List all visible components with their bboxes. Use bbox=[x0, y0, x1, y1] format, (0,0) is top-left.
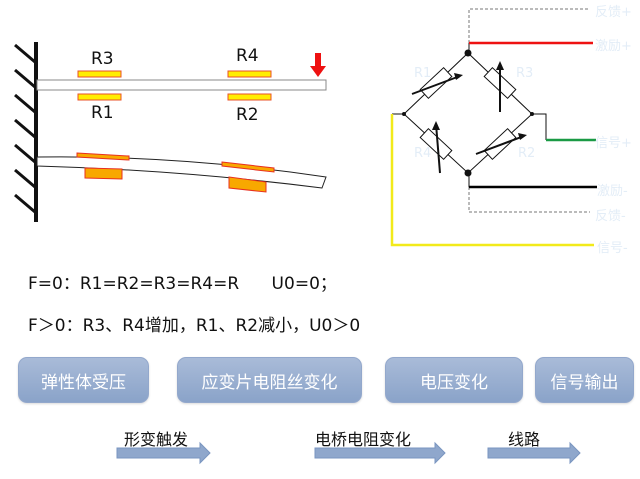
label-r3: R3 bbox=[91, 49, 114, 69]
bridge-label-r2: R2 bbox=[518, 146, 536, 161]
arrow-2 bbox=[314, 441, 446, 465]
arrow-3 bbox=[487, 441, 581, 465]
flow-arrows bbox=[116, 441, 581, 465]
beam-bent bbox=[36, 156, 327, 189]
transition-bridge-resistance: 电桥电阻变化 bbox=[315, 430, 412, 449]
step-voltage-change: 电压变化 bbox=[385, 357, 523, 403]
terminal-excite-pos: 激励+ bbox=[595, 39, 632, 54]
label-r2: R2 bbox=[236, 105, 259, 125]
terminal-feedback-neg: 反馈- bbox=[595, 209, 626, 224]
terminal-signal-pos: 信号+ bbox=[595, 136, 632, 151]
step-gauge-wire-change: 应变片电阻丝变化 bbox=[177, 357, 362, 403]
terminal-signal-neg: 信号- bbox=[597, 241, 628, 256]
step-signal-output: 信号输出 bbox=[535, 357, 634, 403]
wheatstone-bridge bbox=[390, 8, 597, 247]
terminal-excite-neg: 激励- bbox=[597, 184, 628, 199]
step-elastic-compression: 弹性体受压 bbox=[18, 357, 149, 403]
bridge-label-r4: R4 bbox=[414, 146, 432, 161]
strain-gauges bbox=[77, 70, 272, 101]
bent-gauges bbox=[76, 152, 275, 193]
arrow-1 bbox=[116, 441, 211, 465]
equation-no-load: F=0：R1=R2=R3=R4=R U0=0； bbox=[28, 274, 337, 294]
terminal-feedback-pos: 反馈+ bbox=[595, 5, 632, 20]
beam-unloaded bbox=[36, 79, 327, 91]
transition-wiring: 线路 bbox=[508, 430, 541, 449]
label-r1: R1 bbox=[91, 103, 114, 123]
fixed-wall bbox=[14, 42, 38, 222]
bridge-label-r3: R3 bbox=[516, 66, 534, 81]
transition-deformation: 形变触发 bbox=[124, 430, 189, 449]
force-arrow-icon bbox=[310, 53, 326, 77]
equation-loaded: F＞0：R3、R4增加，R1、R2减小，U0＞0 bbox=[28, 316, 361, 336]
bridge-label-r1: R1 bbox=[414, 66, 432, 81]
label-r4: R4 bbox=[236, 46, 259, 66]
